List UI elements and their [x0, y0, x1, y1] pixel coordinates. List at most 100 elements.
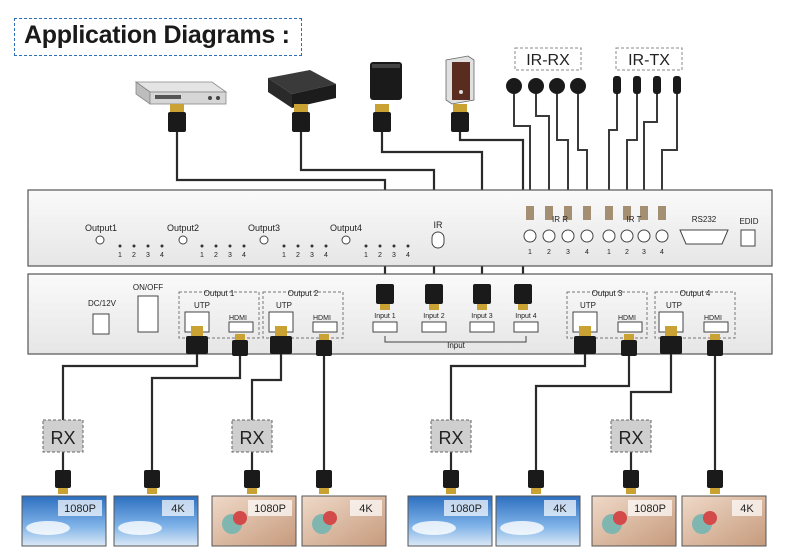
input-label: Input 3 [471, 313, 493, 320]
ir-r-port-1[interactable] [523, 229, 537, 243]
display-screens: 1080P 4K 1080P 4K 1080P [21, 495, 767, 547]
port-number: 3 [642, 249, 646, 256]
game-console-icon [370, 62, 402, 100]
hdmi-out-port-3[interactable] [617, 321, 643, 333]
output-cables [61, 354, 717, 470]
input-group-label: Input [447, 341, 466, 350]
utp-label: UTP [580, 301, 596, 310]
ir-rx-frame [514, 47, 582, 71]
ir-t-port-4[interactable] [655, 229, 669, 243]
output2-label: Output2 [167, 223, 199, 233]
ir-r-port-2[interactable] [542, 229, 556, 243]
resolution-label: 4K [553, 503, 567, 515]
resolution-label: 1080P [450, 503, 482, 515]
front-panel [27, 189, 773, 267]
input-label: Input 2 [423, 313, 445, 320]
output4-button[interactable] [341, 235, 351, 245]
output3-label: Output3 [248, 223, 280, 233]
rx-receiver: RX [430, 419, 472, 453]
rear-output-groups: Output 1 Output 2 Output 3 Output 4 [178, 289, 736, 339]
port-number: 3 [566, 249, 570, 256]
hdmi-out-port-4[interactable] [703, 321, 729, 333]
ir-r-port-4[interactable] [580, 229, 594, 243]
hdmi-out-port-1[interactable] [228, 321, 254, 333]
set-top-box-icon [268, 70, 336, 108]
output1-button[interactable] [95, 235, 105, 245]
ir-t-port-2[interactable] [620, 229, 634, 243]
led-number: 2 [214, 252, 218, 259]
led-group-1: 1 2 3 4 [118, 244, 164, 259]
ir-t-label: IR T [627, 215, 642, 224]
ir-r-label: IR R [552, 215, 568, 224]
hdmi-input-3[interactable] [469, 321, 495, 333]
ir-receiver-sensors [506, 78, 586, 94]
hdmi-input-1[interactable] [372, 321, 398, 333]
display-screen: 1080P [591, 495, 677, 547]
hdmi-input-2[interactable] [421, 321, 447, 333]
rx-receiver: RX [231, 419, 273, 453]
ir-t-port-1[interactable] [602, 229, 616, 243]
source-hdmi-plugs [168, 104, 469, 132]
led-number: 1 [364, 252, 368, 259]
rx-label: RX [438, 428, 463, 448]
resolution-label: 4K [171, 503, 185, 515]
resolution-label: 1080P [634, 503, 666, 515]
hdmi-label: HDMI [618, 315, 636, 322]
rx-receiver: RX [610, 419, 652, 453]
port-number: 4 [585, 249, 589, 256]
led-number: 4 [160, 252, 164, 259]
led-number: 4 [406, 252, 410, 259]
led-group-3: 1 2 3 4 [282, 244, 328, 259]
pc-tower-icon [445, 55, 475, 105]
output4-label: Output4 [330, 223, 362, 233]
port-number: 2 [547, 249, 551, 256]
hdmi-label: HDMI [704, 315, 722, 322]
output3-button[interactable] [259, 235, 269, 245]
led-number: 4 [324, 252, 328, 259]
power-label: DC/12V [88, 299, 117, 308]
power-port[interactable] [92, 313, 110, 335]
port-number: 2 [625, 249, 629, 256]
led-number: 3 [310, 252, 314, 259]
power-switch[interactable] [137, 295, 159, 333]
input-hdmi-plugs [376, 284, 532, 310]
rear-inputs: Input 1 Input 2 Input 3 Input 4 Input [372, 313, 539, 350]
display-screen: 4K [113, 495, 199, 547]
display-screen: 4K [301, 495, 387, 547]
rx-label: RX [618, 428, 643, 448]
ir-emitter-sensors [613, 76, 681, 94]
utp-label: UTP [276, 301, 292, 310]
ir-r-port-3[interactable] [561, 229, 575, 243]
title-frame [14, 18, 302, 56]
hdmi-out-port-2[interactable] [312, 321, 338, 333]
output-plugs [186, 326, 723, 356]
dvd-player-icon [134, 81, 228, 105]
led-number: 4 [242, 252, 246, 259]
led-number: 3 [146, 252, 150, 259]
output-group-label: Output 2 [288, 289, 319, 298]
ir-tx-label: IR-TX [628, 52, 670, 69]
display-screen: 4K [495, 495, 581, 547]
output2-button[interactable] [178, 235, 188, 245]
resolution-label: 1080P [64, 503, 96, 515]
display-screen: 1080P [407, 495, 493, 547]
input-label: Input 4 [515, 313, 537, 320]
edid-switch[interactable] [740, 229, 756, 247]
utp-label: UTP [666, 301, 682, 310]
led-number: 2 [296, 252, 300, 259]
led-groups: 1 2 3 4 1 2 3 4 1 2 3 4 1 2 3 4 [118, 244, 410, 259]
output1-label: Output1 [85, 223, 117, 233]
display-screen: 4K [681, 495, 767, 547]
port-number: 1 [607, 249, 611, 256]
ir-ports: IR R IR T 1 2 3 4 1 2 3 4 [523, 206, 669, 256]
ir-t-port-3[interactable] [637, 229, 651, 243]
resolution-label: 4K [740, 503, 754, 515]
output-group-label: Output 1 [204, 289, 235, 298]
led-number: 3 [392, 252, 396, 259]
output-group-label: Output 3 [592, 289, 623, 298]
display-screen: 1080P [21, 495, 107, 547]
rs232-port[interactable] [679, 229, 729, 245]
power-switch-label: ON/OFF [133, 283, 163, 292]
hdmi-input-4[interactable] [513, 321, 539, 333]
